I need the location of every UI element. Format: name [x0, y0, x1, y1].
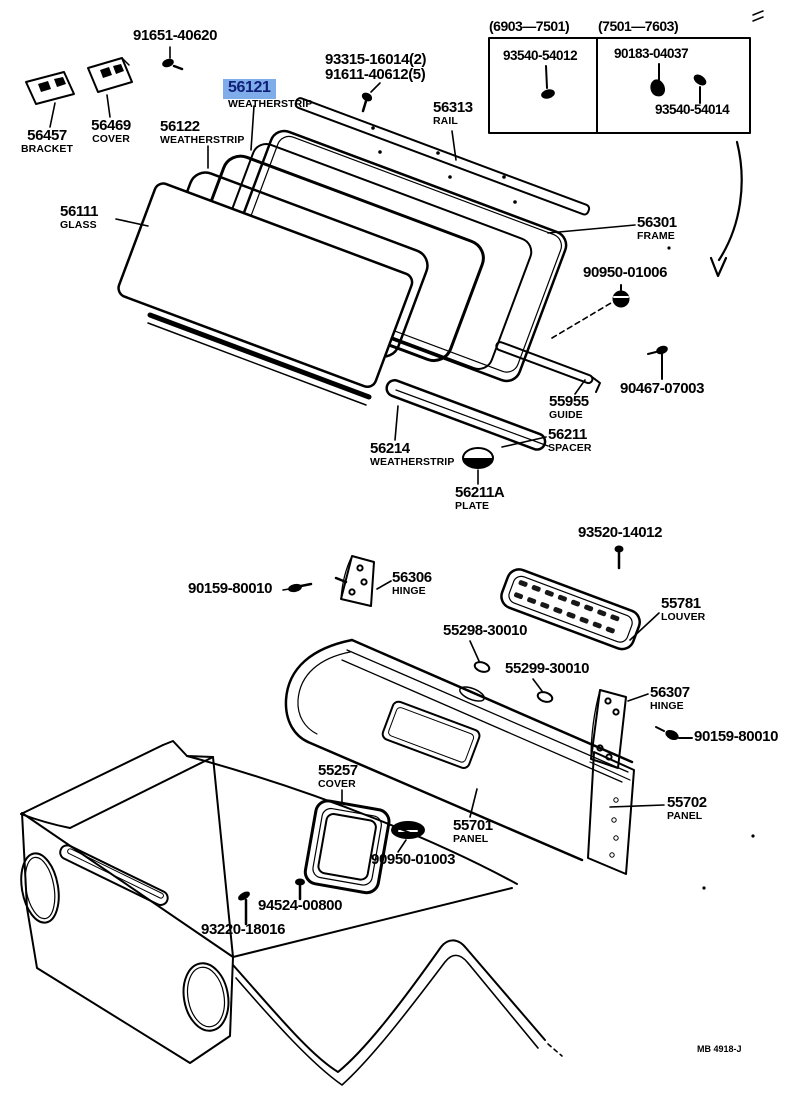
cover-drawing — [303, 799, 391, 895]
part-label-56111[interactable]: 56111 GLASS — [60, 203, 99, 231]
part-label-91651-40620[interactable]: 91651-40620 — [133, 27, 218, 44]
part-label-55257[interactable]: 55257 COVER — [318, 762, 358, 790]
part-label-56214[interactable]: 56214 WEATHERSTRIP — [370, 440, 455, 468]
part-label-56211[interactable]: 56211 SPACER — [548, 426, 592, 454]
drawing-code: MB 4918-J — [697, 1044, 742, 1054]
part-label-93520-14012[interactable]: 93520-14012 — [578, 524, 663, 541]
bracket-cover-drawing — [25, 57, 133, 105]
reference-dots — [667, 246, 755, 890]
part-label-55299-30010[interactable]: 55299-30010 — [505, 660, 590, 677]
part-label-93220-18016[interactable]: 93220-18016 — [201, 921, 286, 938]
fastener-icons — [162, 58, 693, 926]
part-label-56469[interactable]: 56469 COVER — [91, 117, 131, 145]
part-label-55701[interactable]: 55701 PANEL — [453, 817, 493, 845]
part-label-90950-01003[interactable]: 90950-01003 — [371, 851, 456, 868]
leader-lines — [49, 46, 665, 853]
spacer-guide-drawing — [385, 341, 601, 469]
variant-header-right: (7501—7603) — [598, 18, 679, 34]
part-label-91611-40612[interactable]: 91611-40612(5) — [325, 66, 426, 83]
vehicle-front-drawing — [20, 740, 563, 1086]
variant-part-90183-04037[interactable]: 90183-04037 — [614, 46, 689, 61]
part-label-55781[interactable]: 55781 LOUVER — [661, 595, 706, 623]
variant-part-93540-54014[interactable]: 93540-54014 — [655, 102, 730, 117]
variant-box — [488, 10, 764, 134]
part-label-90159-80010-right[interactable]: 90159-80010 — [694, 728, 779, 745]
part-label-56313[interactable]: 56313 RAIL — [433, 99, 473, 127]
louver-drawing — [500, 568, 641, 651]
part-label-93315-16014[interactable]: 93315-16014(2) — [325, 51, 427, 68]
variant-header-left: (6903—7501) — [489, 18, 570, 34]
part-label-56211A[interactable]: 56211A PLATE — [455, 484, 505, 512]
cowl-panel-drawing — [284, 638, 635, 875]
part-label-56306[interactable]: 56306 HINGE — [392, 569, 432, 597]
part-label-56122[interactable]: 56122 WEATHERSTRIP — [160, 118, 245, 146]
part-label-56301[interactable]: 56301 FRAME — [637, 214, 677, 242]
variant-part-93540-54012[interactable]: 93540-54012 — [503, 48, 578, 63]
glass-drawing — [117, 182, 414, 406]
part-label-94524-00800[interactable]: 94524-00800 — [258, 897, 343, 914]
part-label-55298-30010[interactable]: 55298-30010 — [443, 622, 528, 639]
part-label-90159-80010-left[interactable]: 90159-80010 — [188, 580, 273, 597]
direction-arrow — [709, 140, 743, 278]
part-label-56307[interactable]: 56307 HINGE — [650, 684, 690, 712]
part-label-56457[interactable]: 56457 BRACKET — [20, 127, 74, 155]
highlighted-part-number: 56121 — [223, 79, 276, 99]
part-label-90467-07003[interactable]: 90467-07003 — [620, 380, 705, 397]
rivet-dots — [371, 126, 517, 204]
part-label-55955[interactable]: 55955 GUIDE — [549, 393, 589, 421]
part-label-55702[interactable]: 55702 PANEL — [667, 794, 707, 822]
part-label-56121-selected[interactable]: 56121 WEATHERSTRIP — [223, 79, 312, 110]
part-label-90950-01006[interactable]: 90950-01006 — [583, 264, 668, 281]
